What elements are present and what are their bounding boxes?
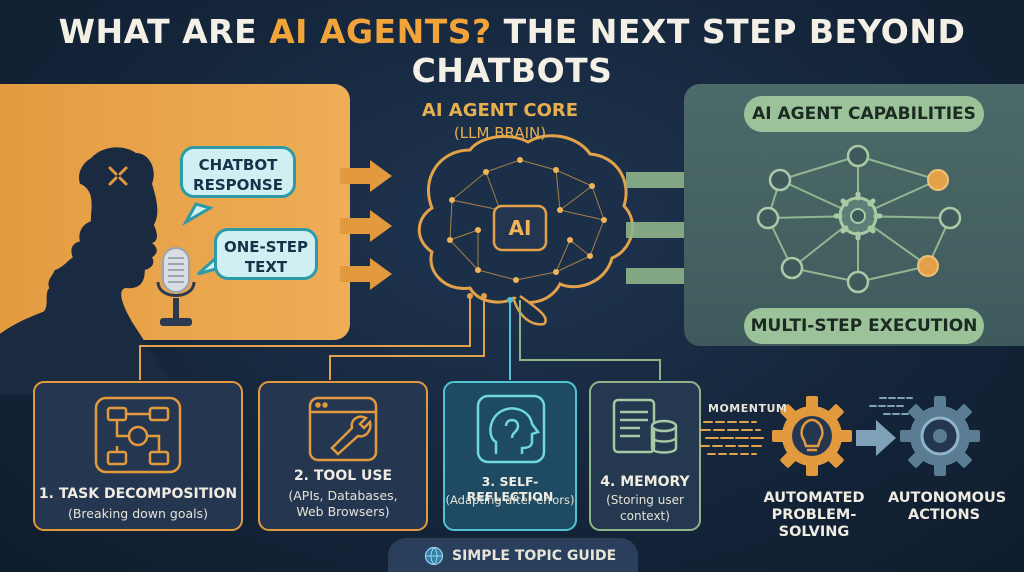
lightbulb-gear-icon [772,396,852,476]
momentum-label: MOMENTUM [708,402,788,415]
card-memory: 4. MEMORY (Storing user context) [600,474,690,523]
capabilities-panel [684,84,1024,346]
ai-chip-label: AI [508,216,532,240]
chatbot-response-bubble: CHATBOT RESPONSE [180,146,296,198]
card-self-reflection: 3. SELF-REFLECTION (Adapting after error… [445,474,575,507]
gear-icon [900,396,980,476]
center-gear-icon [833,191,883,241]
footer-label: SIMPLE TOPIC GUIDE [452,548,617,564]
outcome-automated-problem-solving: AUTOMATED PROBLEM-SOLVING [763,490,865,540]
wrench-window-icon [308,396,378,462]
capabilities-header: AI AGENT CAPABILITIES [744,96,984,132]
brain-icon [417,134,634,326]
document-database-icon [612,398,678,454]
person-silhouette-icon [0,147,180,395]
connector-lines [139,296,661,380]
momentum-streaks [699,397,913,455]
outcome-autonomous-actions: AUTONOMOUS ACTIONS [888,490,1007,523]
core-title: AI AGENT CORE [421,100,579,121]
microphone-icon [156,247,196,326]
core-subtitle: (LLM BRAIN) [453,124,547,142]
card-tool-use: 2. TOOL USE (APIs, Databases, Web Browse… [288,468,398,519]
input-arrows [340,160,392,290]
card-task-decomposition: 1. TASK DECOMPOSITION (Breaking down goa… [38,486,238,521]
angry-icon [108,166,128,186]
page-title: WHAT ARE AI AGENTS? THE NEXT STEP BEYOND… [58,12,966,90]
arrow-right-icon [856,420,896,456]
one-step-text-bubble: ONE-STEP TEXT [214,228,318,280]
head-reflection-icon [476,394,546,464]
multi-step-execution-label: MULTI-STEP EXECUTION [744,308,984,344]
globe-icon [424,546,444,566]
title-highlight: AI AGENTS? [269,12,492,51]
flowchart-icon [94,396,182,474]
card-frames [33,381,701,531]
